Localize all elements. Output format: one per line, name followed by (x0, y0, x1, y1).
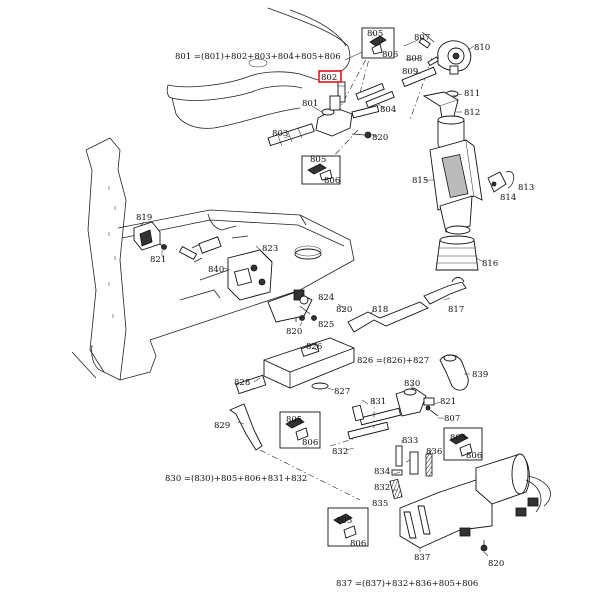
callout-805: 805 (310, 155, 326, 165)
callout-821: 821 (440, 397, 456, 407)
callout-839: 839 (472, 370, 488, 380)
callout-806: 806 (302, 438, 318, 448)
callout-832: 832 (332, 447, 348, 457)
callout-804: 804 (380, 105, 396, 115)
callout-820: 820 (372, 133, 388, 143)
callout-831: 831 (370, 397, 386, 407)
callout-830: 830 (404, 379, 420, 389)
callout-832: 832 (374, 483, 390, 493)
callout-814: 814 (500, 193, 516, 203)
center-valve-824 (267, 277, 467, 333)
callout-808: 808 (406, 54, 422, 64)
callout-820: 820 (336, 305, 352, 315)
callout-836: 836 (426, 447, 442, 457)
formula-830: 830 =(830)+805+806+831+832 (165, 473, 307, 484)
clip-box-805b (301, 155, 341, 185)
callout-807: 807 (444, 414, 460, 424)
clip-box-805d (443, 427, 483, 461)
callout-837: 837 (414, 553, 430, 563)
callout-810: 810 (474, 43, 490, 53)
callout-824: 824 (318, 293, 334, 303)
callout-806: 806 (382, 50, 398, 60)
small-parts-833-836 (389, 445, 433, 500)
callout-806: 806 (350, 539, 366, 549)
formula-826: 826 =(826)+827 (357, 355, 429, 366)
valve-830 (259, 387, 439, 501)
callout-828: 828 (234, 378, 250, 388)
callout-819: 819 (136, 213, 152, 223)
callout-816: 816 (482, 259, 498, 269)
callout-809: 809 (402, 67, 418, 77)
callout-825: 825 (318, 320, 334, 330)
callout-823: 823 (262, 244, 278, 254)
callout-labels: 805 806 807 808 810 809 811 812 801 804 … (136, 29, 534, 569)
clip-box-top (361, 27, 395, 59)
callout-835: 835 (372, 499, 388, 509)
label-802-highlighted: 802 (321, 73, 337, 83)
formula-801: 801 =(801)+802+803+804+805+806 (175, 51, 341, 62)
clip-box-805e (327, 507, 369, 547)
callout-820: 820 (286, 327, 302, 337)
callout-806: 806 (466, 451, 482, 461)
left-components (133, 221, 273, 301)
callout-805: 805 (367, 29, 383, 39)
formula-837: 837 =(837)+832+836+805+806 (336, 578, 478, 589)
callout-805: 805 (286, 415, 302, 425)
elbow-839 (439, 354, 469, 391)
callout-829: 829 (214, 421, 230, 431)
callout-834: 834 (374, 467, 390, 477)
callout-806: 806 (324, 176, 340, 186)
machine-housing-outline (71, 7, 355, 381)
callout-818: 818 (372, 305, 388, 315)
callout-817: 817 (448, 305, 464, 315)
leader-lines (139, 39, 489, 557)
callout-826: 826 (306, 342, 322, 352)
callout-827: 827 (334, 387, 350, 397)
pump-837 (399, 453, 551, 552)
callout-811: 811 (464, 89, 480, 99)
callout-840: 840 (208, 265, 224, 275)
callout-807: 807 (414, 33, 430, 43)
callout-813: 813 (518, 183, 534, 193)
reservoir-826 (263, 337, 355, 390)
highlight-box-802 (318, 70, 342, 83)
callout-812: 812 (464, 108, 480, 118)
callout-805: 805 (336, 516, 352, 526)
callout-833: 833 (402, 436, 418, 446)
callout-820: 820 (488, 559, 504, 569)
tube-828 (235, 374, 267, 395)
callout-815: 815 (412, 176, 428, 186)
callout-821: 821 (150, 255, 166, 265)
callout-801: 801 (302, 99, 318, 109)
clip-box-805c (279, 411, 321, 449)
callout-803: 803 (272, 129, 288, 139)
callout-805: 805 (450, 433, 466, 443)
valve-assembly-801 (267, 31, 472, 161)
hose-829 (229, 403, 263, 451)
